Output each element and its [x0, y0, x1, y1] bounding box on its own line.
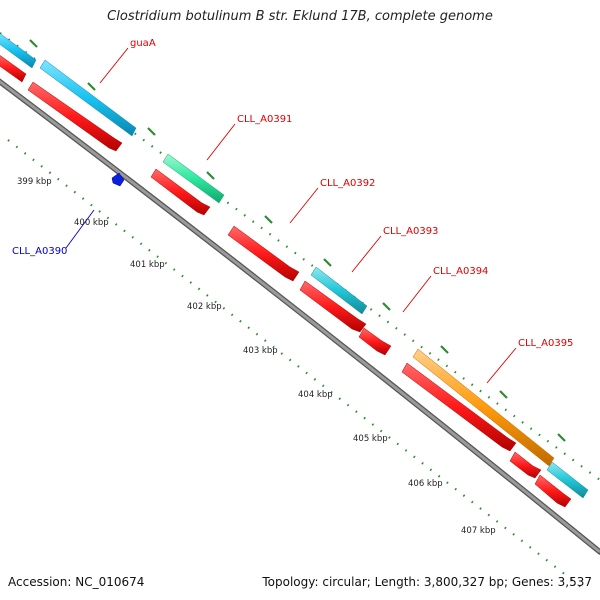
gene-label-CLL_A0393[interactable]: CLL_A0393	[383, 226, 438, 237]
gene-track-inner	[0, 54, 572, 508]
scale-label-401: 401 kbp	[130, 260, 165, 270]
gene-arrow-CLL_A0393-outer[interactable]	[310, 266, 368, 315]
gene-label-CLL_A0390[interactable]: CLL_A0390	[12, 246, 67, 257]
gene-labels: guaA CLL_A0391 CLL_A0392 CLL_A0393 CLL_A…	[12, 38, 573, 349]
gene-label-guaA[interactable]: guaA	[130, 38, 156, 49]
gene-arrow-CLL_A0394[interactable]	[358, 327, 392, 356]
gene-label-CLL_A0391[interactable]: CLL_A0391	[237, 114, 292, 125]
label-connectors	[65, 47, 517, 384]
gene-arrow-inner-small[interactable]	[509, 451, 542, 479]
genome-summary-text: Topology: circular; Length: 3,800,327 bp…	[262, 575, 592, 589]
gene-arrow-inner-end[interactable]	[534, 474, 572, 508]
accession-text: Accession: NC_010674	[8, 575, 145, 589]
scale-label-405: 405 kbp	[353, 434, 388, 444]
gene-arrow-CLL_A0392[interactable]	[227, 225, 300, 282]
gene-arrow-CLL_A0391-outer[interactable]	[162, 153, 225, 204]
scale-label-400: 400 kbp	[74, 218, 109, 228]
scale-label-399: 399 kbp	[17, 177, 52, 187]
gene-label-CLL_A0395[interactable]: CLL_A0395	[518, 338, 573, 349]
scale-label-404: 404 kbp	[298, 390, 333, 400]
gene-label-CLL_A0392[interactable]: CLL_A0392	[320, 178, 375, 189]
gene-arrow-CLL_A0395-outer[interactable]	[412, 348, 555, 467]
gene-arrow-CLL_A0393-inner[interactable]	[299, 280, 367, 333]
gene-arrow-CLL_A0391-inner[interactable]	[150, 168, 211, 216]
scale-label-403: 403 kbp	[243, 346, 278, 356]
gene-track-outer	[0, 32, 589, 499]
scale-label-406: 406 kbp	[408, 479, 443, 489]
genome-backbone-highlight	[0, 79, 600, 554]
scale-label-402: 402 kbp	[187, 302, 222, 312]
gene-label-CLL_A0394[interactable]: CLL_A0394	[433, 266, 488, 277]
scale-label-407: 407 kbp	[461, 526, 496, 536]
inner-scale-track	[7, 139, 586, 591]
gene-arrow-CLL_A0395-inner[interactable]	[401, 362, 517, 452]
map-title: Clostridium botulinum B str. Eklund 17B,…	[107, 9, 493, 24]
gene-arrow-outer-end[interactable]	[546, 461, 589, 499]
gene-arrow-outer-1[interactable]	[0, 32, 37, 69]
gene-arrow-inner-1[interactable]	[0, 54, 27, 83]
outer-tick-major-marks	[29, 39, 566, 442]
gene-arrow-CLL_A0390[interactable]	[111, 172, 125, 187]
gene-arrow-guaA-inner[interactable]	[27, 81, 123, 152]
gene-arrow-guaA-outer[interactable]	[39, 59, 137, 137]
scale-labels: 399 kbp 400 kbp 401 kbp 402 kbp 403 kbp …	[17, 177, 496, 536]
